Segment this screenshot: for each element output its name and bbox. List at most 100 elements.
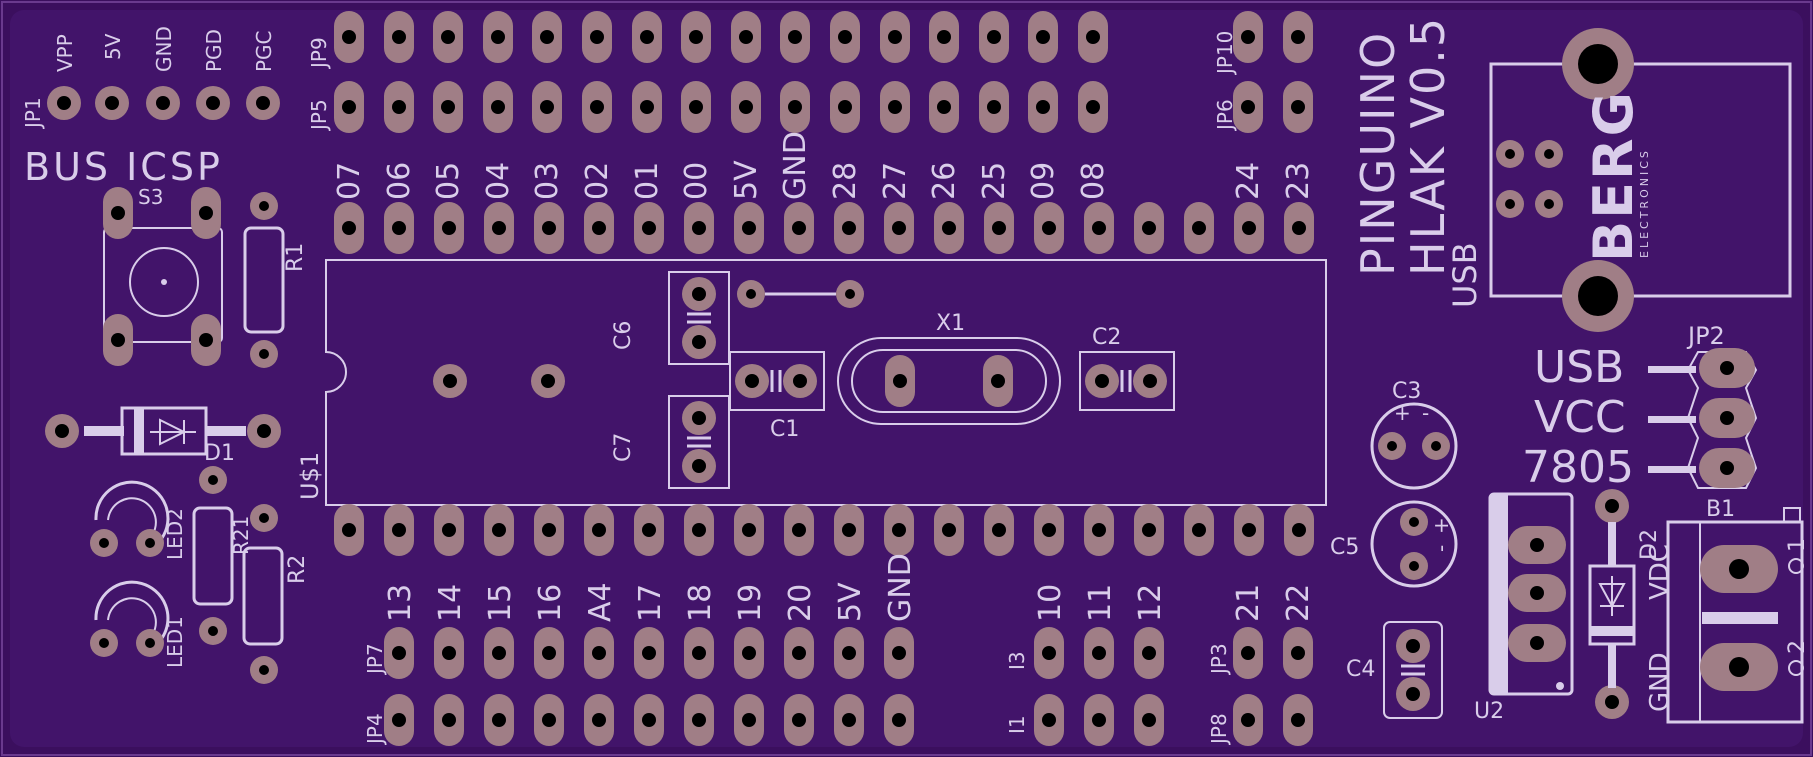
top-right-header: JP10 JP6 [1213, 31, 1237, 132]
top-pin-label: 25 [977, 162, 1012, 200]
cap-c5-ref: C5 [1330, 535, 1359, 560]
socket-pin [484, 202, 514, 254]
cap-c6: C6 [611, 271, 730, 365]
cap-c1: C1 [729, 351, 825, 442]
header-pin [484, 627, 514, 679]
header-pin [483, 81, 513, 133]
bottom-pin-label: 19 [733, 584, 768, 622]
header-pin [830, 81, 860, 133]
header-pin [1283, 81, 1313, 133]
icsp-caption: BUS ICSP [24, 145, 223, 189]
header-pin [1028, 11, 1058, 63]
socket-pin [1134, 202, 1164, 254]
led2-ref: LED2 [163, 508, 187, 560]
icsp-ref: JP1 [21, 97, 45, 130]
socket-pin [1084, 202, 1114, 254]
header-pin [1134, 627, 1164, 679]
top-pin-label: 5V [729, 160, 764, 200]
header-pin [681, 81, 711, 133]
top-pin-label: 26 [927, 162, 962, 200]
power-label-usb: USB [1534, 342, 1624, 393]
board-title: PINGUINO HLAK V0.5 USB [1351, 16, 1484, 308]
socket-pin [884, 504, 914, 556]
header-pin [582, 11, 612, 63]
cap-c5-plus: + [1429, 517, 1453, 534]
top-pin-label: 06 [382, 162, 417, 200]
socket-pin [834, 202, 864, 254]
header-pin [1034, 694, 1064, 746]
cap-c4-ref: C4 [1346, 657, 1375, 682]
header-pin [632, 81, 662, 133]
diode-d2: D2 [1588, 489, 1662, 719]
top-pin-label: 04 [481, 162, 516, 200]
header-pin [734, 627, 764, 679]
top-pin-label: 08 [1076, 162, 1111, 200]
socket-pin [1284, 202, 1314, 254]
power-label-vcc: VCC [1534, 392, 1626, 443]
cap-c3: + - C3 [1370, 379, 1458, 490]
bottom-pin-label: 18 [683, 584, 718, 622]
header-pin [780, 11, 810, 63]
socket-pin [1184, 504, 1214, 556]
power-jumper-jp2: USB VCC 7805 JP2 [1522, 322, 1758, 493]
top-header: JP9 JP5 [307, 11, 1313, 133]
socket-pin [1184, 202, 1214, 254]
diode-d1-ref: D1 [204, 441, 235, 466]
resistor-r1-ref: R1 [283, 243, 308, 272]
header-pin [534, 694, 564, 746]
socket-pin [934, 202, 964, 254]
resistor-r2: R2 [242, 504, 310, 684]
socket-pin [434, 202, 464, 254]
led1: LED1 [90, 580, 187, 668]
header-pin [884, 694, 914, 746]
mid-ref-i3: I3 [1005, 651, 1029, 670]
right-ref-jp3: JP3 [1207, 643, 1231, 676]
header-pin [532, 11, 562, 63]
usb-connector: BERG ELECTRONICS [1489, 28, 1792, 332]
socket-pin [334, 504, 364, 556]
socket-pin [384, 504, 414, 556]
header-pin [484, 694, 514, 746]
top-pin-label: 09 [1026, 162, 1061, 200]
header-pin [582, 81, 612, 133]
header-pin [1078, 11, 1108, 63]
cap-c7: C7 [611, 395, 730, 489]
top-ref-jp9: JP9 [307, 37, 331, 70]
socket-pin [384, 202, 414, 254]
header-pin [1233, 11, 1263, 63]
top-right-pin-label: 24 [1231, 162, 1266, 200]
bottom-pin-label: GND [883, 553, 918, 622]
cap-c2-ref: C2 [1092, 325, 1121, 350]
header-pin [534, 627, 564, 679]
switch-s3: S3 [103, 185, 223, 366]
icsp-pin-pgc: PGC [252, 30, 276, 72]
bottom-mid-pin-label: 11 [1083, 584, 1118, 622]
header-pin [634, 627, 664, 679]
bottom-ref-jp7: JP7 [363, 643, 387, 676]
header-pin [532, 81, 562, 133]
header-pin [884, 627, 914, 679]
header-pin [334, 11, 364, 63]
header-pin [731, 11, 761, 63]
top-pin-label: 01 [630, 162, 665, 200]
header-pin [684, 694, 714, 746]
header-pin [731, 81, 761, 133]
mcu-ref: U$1 [296, 452, 324, 500]
cap-c3-plus: + [1394, 401, 1411, 425]
header-pin [1283, 11, 1313, 63]
diode-d1: D1 [45, 406, 281, 466]
top-pin-label: 28 [828, 162, 863, 200]
socket-pin [634, 504, 664, 556]
bottom-right-pin-label: 21 [1231, 584, 1266, 622]
header-pin [632, 11, 662, 63]
header-pin [384, 694, 414, 746]
header-pin [780, 81, 810, 133]
resistor-r2-ref: R2 [285, 555, 310, 584]
header-pin [929, 11, 959, 63]
led2: LED2 [90, 480, 187, 560]
led1-ref: LED1 [163, 616, 187, 668]
